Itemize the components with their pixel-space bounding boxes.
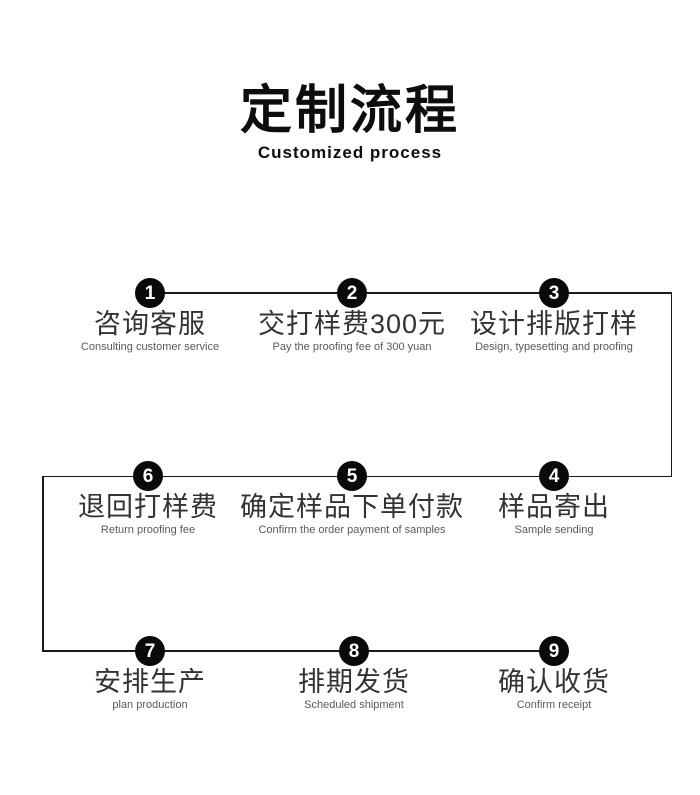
step-3-label-zh: 设计排版打样 xyxy=(470,309,638,339)
page-subtitle: Customized process xyxy=(257,143,443,162)
step-5-label-en: Confirm the order payment of samples xyxy=(258,524,446,536)
step-1-label-en: Consulting customer service xyxy=(80,341,220,353)
step-1-number-badge: 1 xyxy=(135,278,165,308)
step-1-label-zh: 咨询客服 xyxy=(94,309,206,339)
step-2-label-zh: 交打样费300元 xyxy=(257,309,447,339)
connector-row3-line xyxy=(42,650,554,652)
step-9-label-zh: 确认收货 xyxy=(498,667,610,697)
step-4-label-zh: 样品寄出 xyxy=(498,492,610,522)
step-7-number-badge: 7 xyxy=(135,636,165,666)
connector-row1-line xyxy=(150,292,672,294)
step-5-number-badge: 5 xyxy=(337,461,367,491)
step-2-label-en: Pay the proofing fee of 300 yuan xyxy=(272,341,432,353)
step-6-label-en: Return proofing fee xyxy=(100,524,196,536)
step-7-label-en: plan production xyxy=(112,699,188,711)
connector-right-vertical-line xyxy=(670,292,672,477)
page-title: 定制流程 xyxy=(239,82,460,140)
step-5-label-zh: 确定样品下单付款 xyxy=(240,492,464,522)
step-7-label-zh: 安排生产 xyxy=(94,667,206,697)
step-8-label-en: Scheduled shipment xyxy=(304,699,404,711)
step-9-number-badge: 9 xyxy=(539,636,569,666)
step-3-number-badge: 3 xyxy=(539,278,569,308)
step-2-number-badge: 2 xyxy=(337,278,367,308)
connector-left-vertical-line xyxy=(42,475,44,652)
step-3-label-en: Design, typesetting and proofing xyxy=(475,341,633,353)
step-8-label-zh: 排期发货 xyxy=(298,667,410,697)
step-8-number-badge: 8 xyxy=(339,636,369,666)
step-9-label-en: Confirm receipt xyxy=(516,699,592,711)
step-6-label-zh: 退回打样费 xyxy=(78,492,218,522)
step-6-number-badge: 6 xyxy=(133,461,163,491)
step-4-label-en: Sample sending xyxy=(514,524,594,536)
step-4-number-badge: 4 xyxy=(539,461,569,491)
